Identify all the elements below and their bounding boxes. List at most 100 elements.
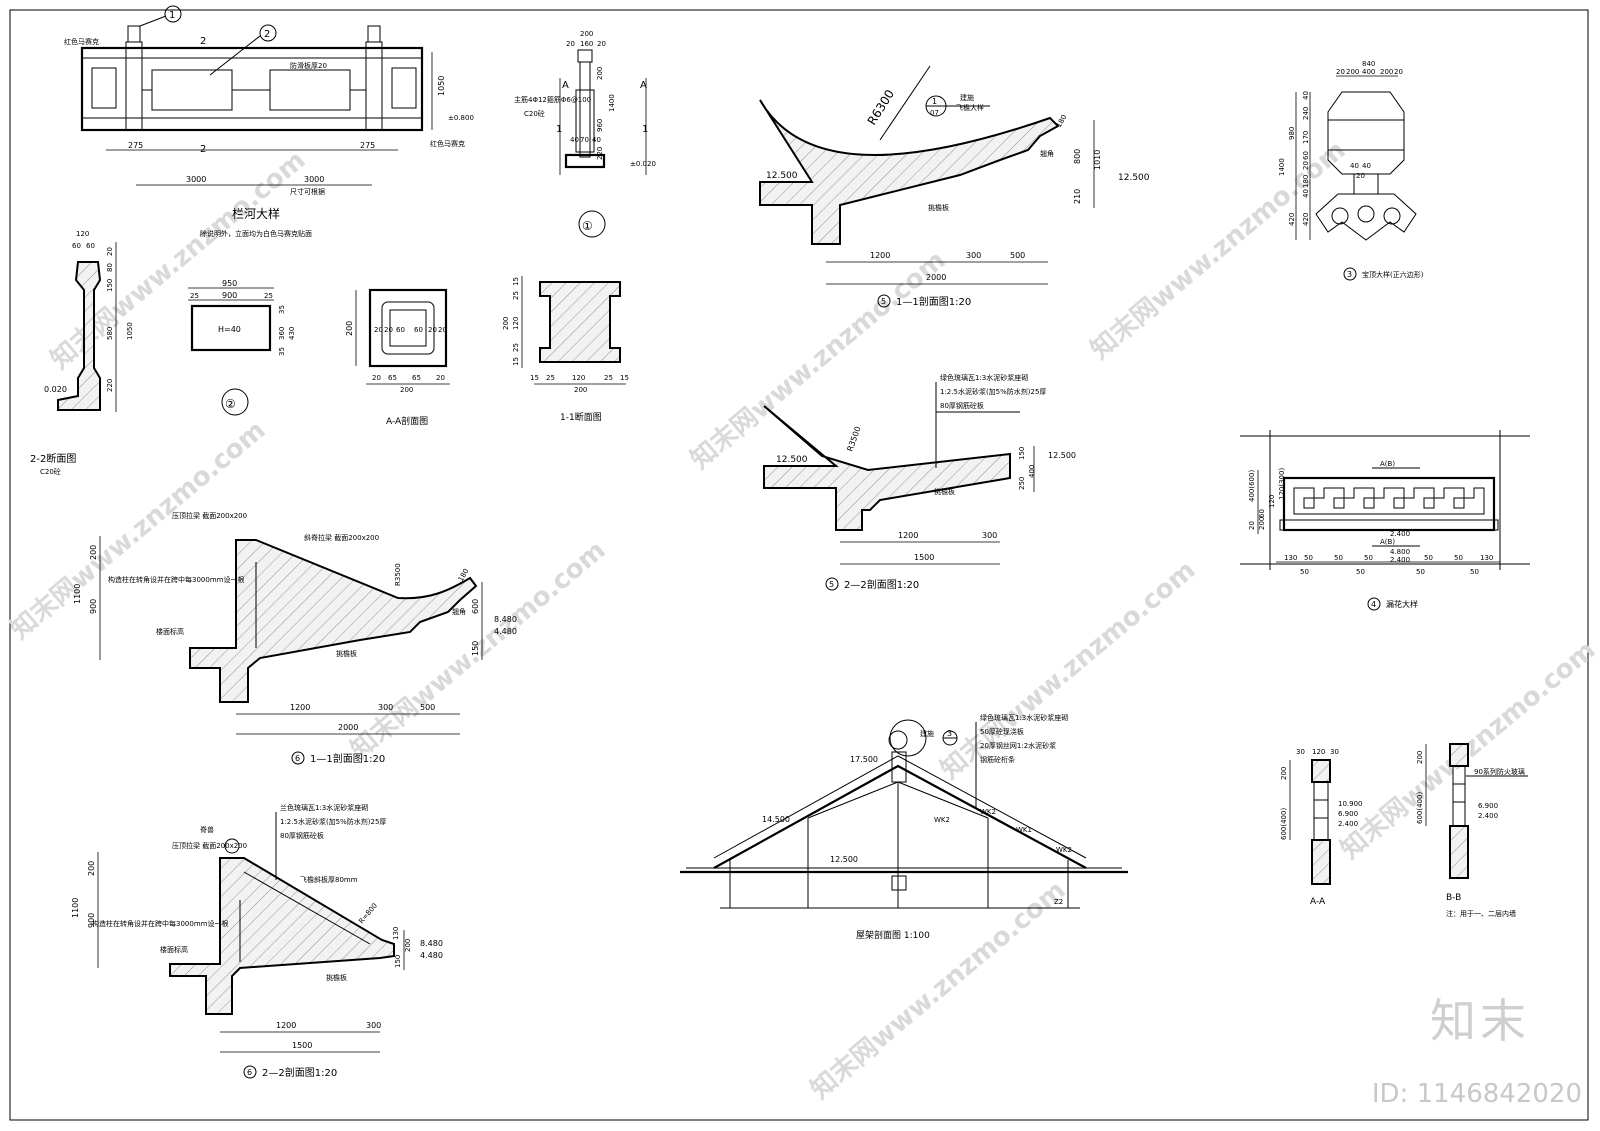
s622-title: 2—2剖面图1:20: [262, 1066, 337, 1079]
s522-label-board: 挑檐板: [934, 487, 955, 496]
detail2-dim-r-2: 430: [288, 327, 296, 340]
s11s-title: 1-1断面图: [560, 411, 602, 423]
s3-dim-mid-2: 20: [1356, 172, 1365, 180]
railing-sec-mark-bottom: 2: [200, 144, 206, 155]
s511-num: 5: [881, 297, 886, 306]
wbb-level-0: 6.900: [1478, 802, 1498, 810]
s11s-dim-l-3: 25: [512, 343, 520, 352]
s622-note-slope: 飞檐斜板厚80mm: [300, 875, 358, 884]
s522-dim-b-1: 300: [982, 531, 997, 540]
s522-dim-b-2: 1500: [914, 553, 934, 562]
s622-dim-r-1: 200: [404, 939, 412, 952]
roof-label-1: WK1: [1016, 826, 1032, 834]
s622-note-0: 兰色琉璃瓦1:3水泥砂浆座砌: [280, 803, 368, 812]
s511-level-l: 12.500: [766, 171, 798, 181]
roof-label-3: WK2: [1056, 846, 1072, 854]
s3-dim-l-5: 20: [1302, 161, 1310, 170]
s11s-dim-b-2: 120: [572, 374, 585, 382]
railing-elevation: 1 2 2 2 红色马赛克 防滑板厚20 红色马赛克 ±0.800 1050 2…: [64, 5, 474, 238]
s4-dim-a-4: 50: [1424, 554, 1433, 562]
waa-level-1: 6.900: [1338, 810, 1358, 818]
s511-level-r: 12.500: [1118, 173, 1150, 183]
railing-dim-height: 1050: [437, 76, 446, 96]
railing-dim-1: 275: [128, 141, 143, 150]
aa-dim-2: 60: [396, 326, 405, 334]
s22-level: 0.020: [44, 385, 67, 394]
s622-label-board: 挑檐板: [326, 973, 347, 982]
railing-label-right: 红色马赛克: [430, 139, 465, 148]
section-5-2-2: R3500 绿色琉璃瓦1:3水泥砂浆座砌 1:2.5水泥砂浆(加5%防水剂)25…: [763, 373, 1076, 591]
detail1-mark-1-right: 1: [642, 124, 648, 135]
s622-note-ridge: 脊兽: [200, 825, 214, 834]
s611-note-beam: 压顶拉梁 截面200x200: [172, 511, 247, 520]
s611-dim-r-1: 150: [471, 641, 480, 656]
s4-mark-top: A(B): [1380, 460, 1395, 468]
s22-dim-r-1: 80: [106, 263, 114, 272]
section-2-2: 120 60 60 20 80 150 580 1050 220 0.020 2…: [30, 230, 134, 476]
waa-dim-top-0: 30: [1296, 748, 1305, 756]
aa-dim-b-3: 20: [436, 374, 445, 382]
railing-dim-3: 3000: [304, 175, 324, 184]
s3-dim-top-1: 20: [1336, 68, 1345, 76]
detail1-mark-a-right: A: [640, 80, 647, 91]
waa-dim-l-1: 600(400): [1280, 808, 1288, 840]
s4-small-2: 2.400: [1390, 556, 1410, 564]
s511-note1: 建施: [960, 93, 974, 102]
s3-dim-top-2: 200: [1346, 68, 1359, 76]
aa-dim-1: 20: [384, 326, 393, 334]
detail1-note1: 主筋4Φ12箍筋Φ6@100: [514, 95, 591, 104]
s522-title: 2—2剖面图1:20: [844, 578, 919, 591]
waa-level-2: 2.400: [1338, 820, 1358, 828]
aa-dim-3: 60: [414, 326, 423, 334]
s611-note-long: 构造柱在转角设并在跨中每3000mm设一根: [108, 575, 244, 584]
s4-dim-a-0: 130: [1284, 554, 1297, 562]
s4-dim-l-5: 20: [1248, 521, 1256, 530]
detail1-dim-r-3: 220: [596, 147, 604, 160]
s22-note: C20砼: [40, 467, 61, 476]
railing-label-left: 红色马赛克: [64, 37, 99, 46]
s511-dim-b-3: 2000: [926, 273, 946, 282]
detail-3-finial: 840 20 200 400 200 20 40 240 170 980 60 …: [1278, 60, 1424, 281]
railing-label-mid: 防滑板厚20: [290, 61, 327, 70]
wbb-dim-l-1: 600(400): [1416, 792, 1424, 824]
s611-dim-b-1: 300: [378, 703, 393, 712]
s3-dim-l-9: 420: [1302, 213, 1310, 226]
detail2-h: H=40: [218, 325, 241, 334]
roof-level-1: 14.500: [762, 815, 790, 824]
s22-dim-top-1: 60: [72, 242, 81, 250]
s511-label-eave: 翘角: [1040, 149, 1054, 158]
s3-dim-top-3: 400: [1362, 68, 1375, 76]
s4-dim-l-1: 200: [1258, 517, 1266, 530]
s4-dim-a-1: 50: [1304, 554, 1313, 562]
aa-dim-left: 200: [345, 321, 354, 336]
s4-dim-b-2: 50: [1416, 568, 1425, 576]
s611-label-floor: 楼面标高: [156, 627, 184, 636]
s4-dim-b-1: 50: [1356, 568, 1365, 576]
s622-dim-r-2: 130: [392, 927, 400, 940]
detail2-label: ②: [225, 397, 236, 411]
s11s-dim-l-1: 25: [512, 291, 520, 300]
waa-dim-top-1: 120: [1312, 748, 1325, 756]
detail1-mark-a-left: A: [562, 80, 569, 91]
s522-dim-r-1: 150: [1018, 447, 1026, 460]
detail2-dim-3: 25: [264, 292, 273, 300]
s3-dim-top-4: 200: [1380, 68, 1393, 76]
detail1-dim-top-1: 20: [566, 40, 575, 48]
s622-note-long: 构造柱在转角设并在跨中每3000mm设一根: [92, 919, 228, 928]
s611-radius: R3500: [394, 563, 402, 586]
aa-dim-b-4: 200: [400, 386, 413, 394]
railing-sec-mark-top: 2: [200, 36, 206, 47]
s3-dim-l-2: 170: [1302, 131, 1310, 144]
s11s-dim-b-0: 15: [530, 374, 539, 382]
s622-dim-l-1: 1100: [71, 898, 80, 918]
wbb-footnote: 注：用于一、二层内墙: [1446, 909, 1516, 918]
s522-note-2: 80厚钢筋砼板: [940, 401, 984, 410]
s3-title: 宝顶大样(正六边形): [1362, 270, 1424, 279]
roof-note-3: 钢筋砼桁条: [980, 755, 1015, 764]
s611-dim-b-0: 1200: [290, 703, 310, 712]
s622-dim-r-0: 150: [394, 955, 402, 968]
s611-dim-b-2: 500: [420, 703, 435, 712]
s611-dim-r-0: 600: [471, 599, 480, 614]
s4-small-1: 4.800: [1390, 548, 1410, 556]
s4-dim-a-5: 50: [1454, 554, 1463, 562]
